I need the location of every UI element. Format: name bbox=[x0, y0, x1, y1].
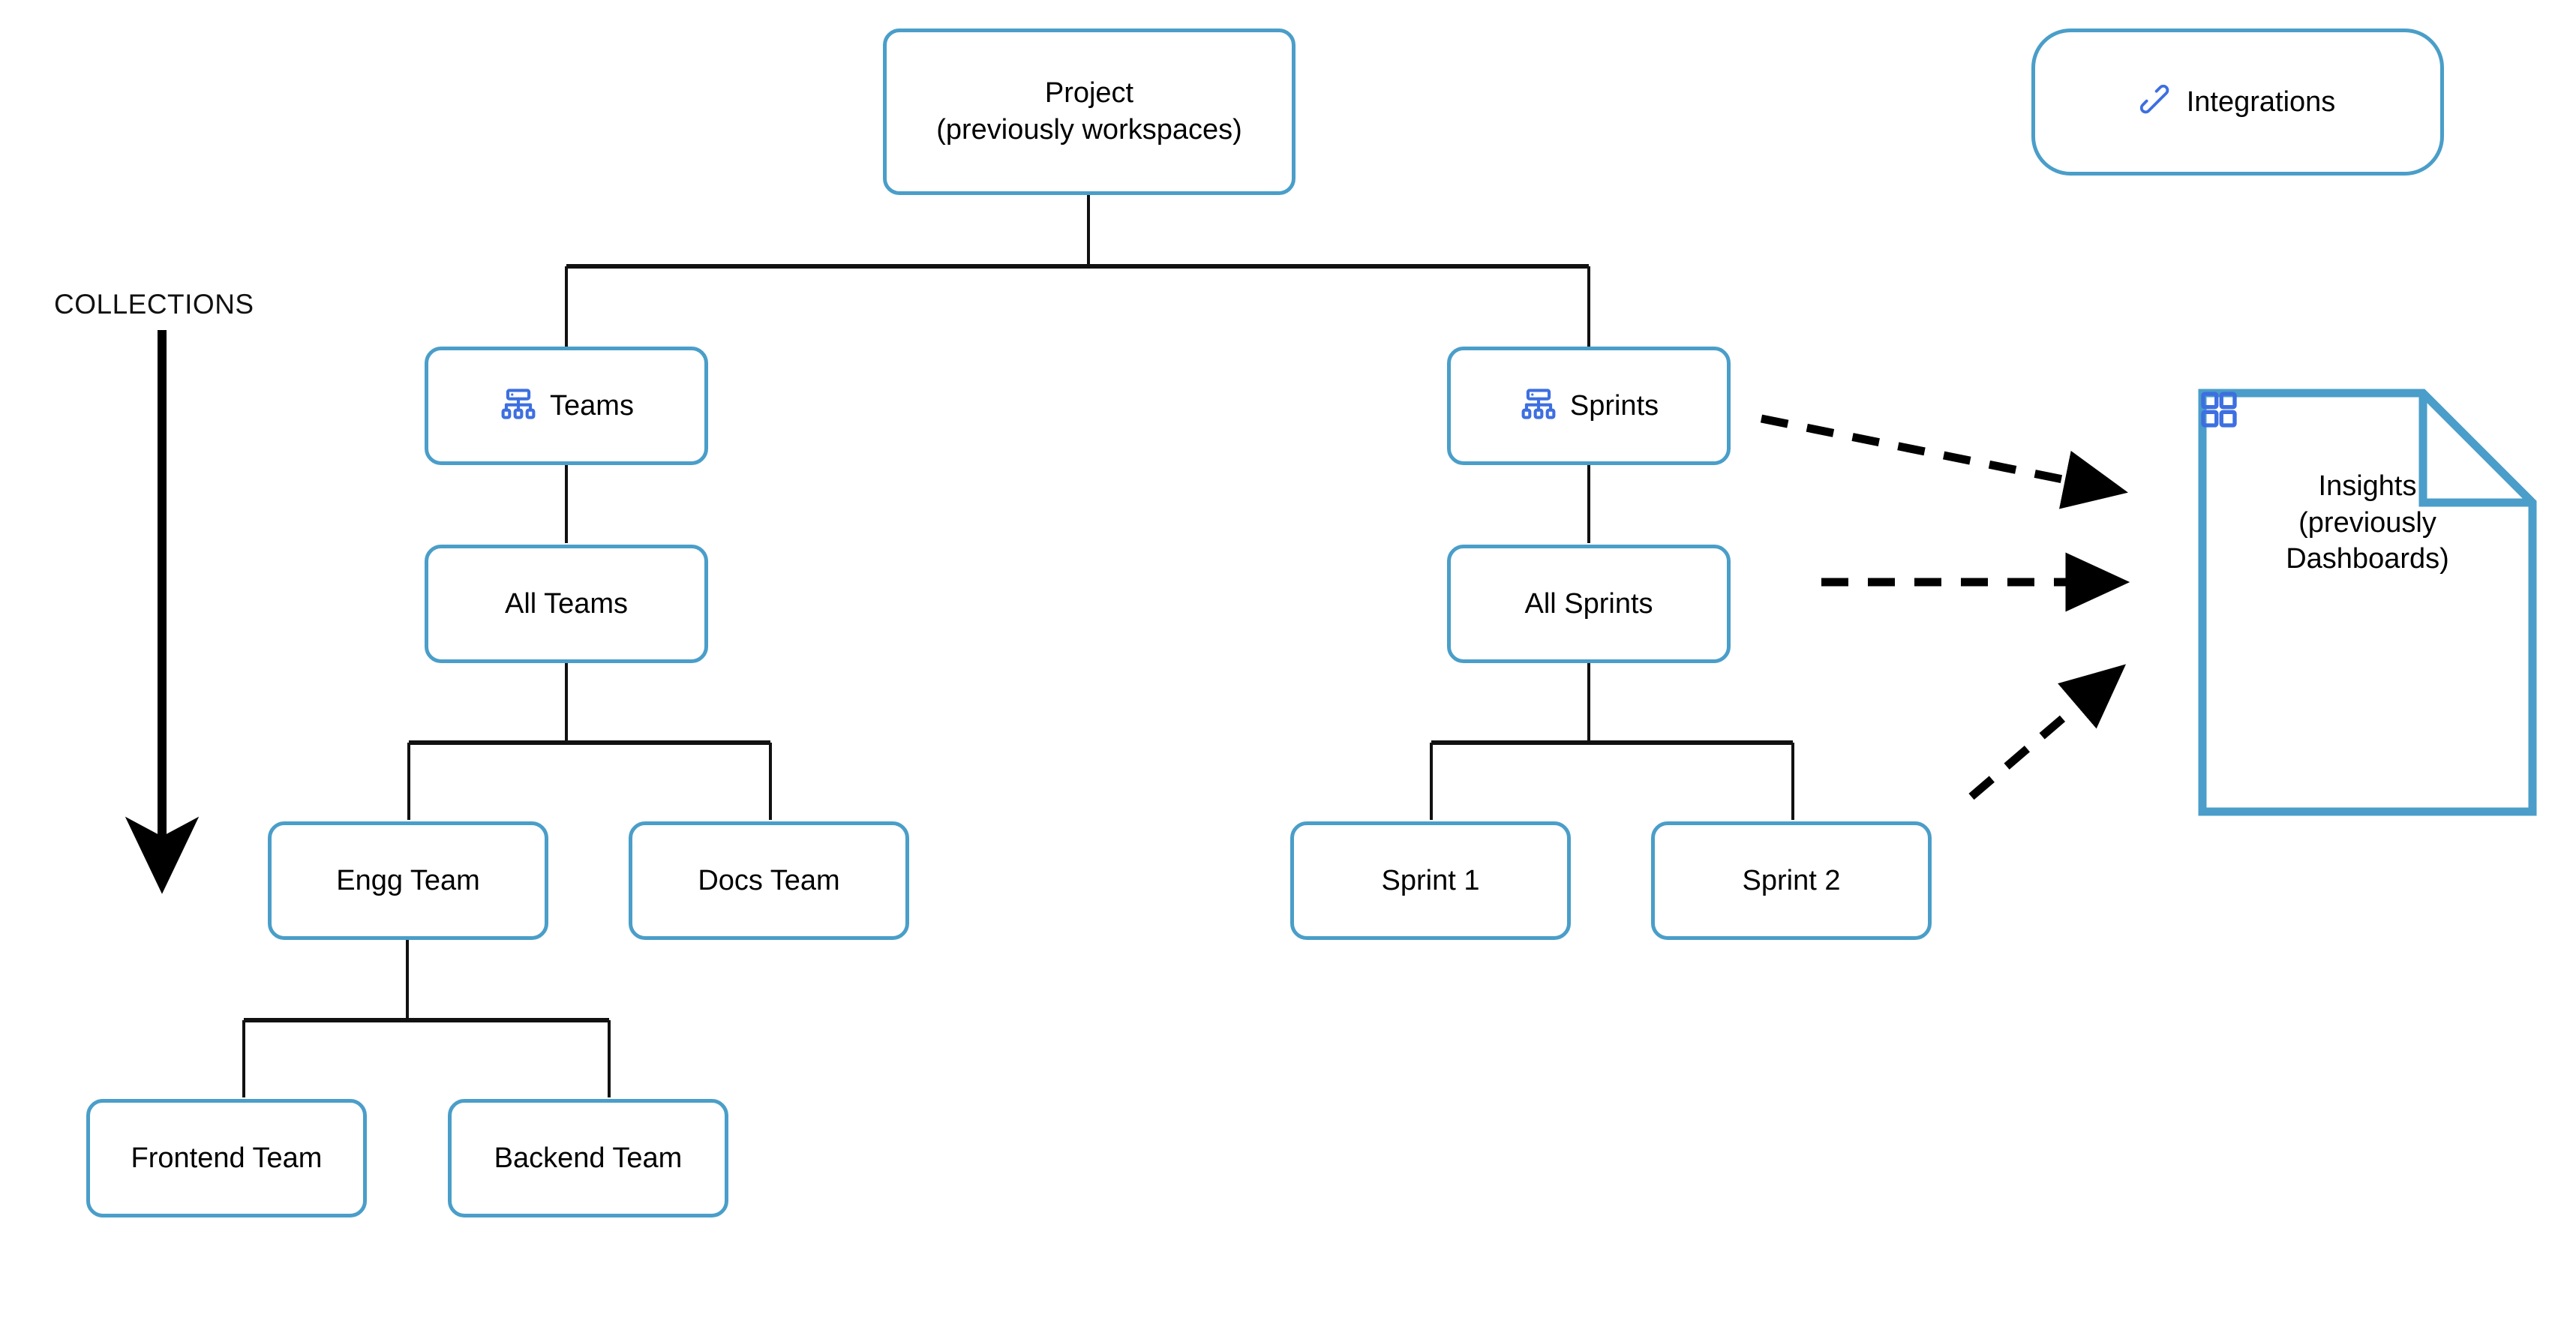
node-docs-team-label: Docs Team bbox=[698, 864, 840, 896]
node-sprint-1-label: Sprint 1 bbox=[1381, 864, 1480, 896]
edge-project-to-collections bbox=[565, 194, 1590, 347]
node-sprints[interactable]: Sprints bbox=[1447, 347, 1731, 465]
node-sprints-label: Sprints bbox=[1569, 389, 1659, 422]
plug-connector-icon bbox=[2139, 85, 2175, 119]
node-teams-label: Teams bbox=[550, 389, 634, 422]
edge-all-sprints-to-children bbox=[1430, 663, 1794, 820]
insights-content: Insights (previously Dashboards) bbox=[2198, 389, 2537, 816]
node-integrations[interactable]: Integrations bbox=[2031, 29, 2444, 176]
node-engg-team-label: Engg Team bbox=[336, 864, 480, 896]
node-insights[interactable]: Insights (previously Dashboards) bbox=[2198, 389, 2537, 816]
node-frontend-team-label: Frontend Team bbox=[131, 1142, 323, 1174]
node-sprint-2[interactable]: Sprint 2 bbox=[1651, 821, 1932, 940]
node-teams[interactable]: Teams bbox=[425, 347, 708, 465]
node-sprint-2-label: Sprint 2 bbox=[1742, 864, 1841, 896]
node-sprint-1[interactable]: Sprint 1 bbox=[1290, 821, 1571, 940]
node-project[interactable]: Project (previously workspaces) bbox=[883, 29, 1296, 195]
node-integrations-label: Integrations bbox=[2186, 86, 2336, 118]
edge-all-teams-to-children bbox=[407, 663, 772, 820]
node-backend-team-label: Backend Team bbox=[494, 1142, 683, 1174]
hierarchy-icon bbox=[499, 386, 538, 425]
node-project-label: Project (previously workspaces) bbox=[936, 77, 1242, 146]
node-all-teams[interactable]: All Teams bbox=[425, 545, 708, 663]
edge-sprint2-to-insights bbox=[1968, 664, 2127, 800]
document-shape bbox=[2198, 389, 2537, 816]
edge-engg-to-children bbox=[242, 940, 611, 1097]
collections-label: COLLECTIONS bbox=[54, 289, 254, 320]
node-engg-team[interactable]: Engg Team bbox=[268, 821, 548, 940]
node-all-teams-label: All Teams bbox=[504, 587, 629, 620]
node-insights-label: Insights (previously Dashboards) bbox=[2286, 470, 2449, 575]
node-all-sprints[interactable]: All Sprints bbox=[1447, 545, 1731, 663]
edge-sprints-to-insights bbox=[1760, 414, 2128, 509]
node-docs-team[interactable]: Docs Team bbox=[629, 821, 909, 940]
node-backend-team[interactable]: Backend Team bbox=[448, 1099, 728, 1217]
node-frontend-team[interactable]: Frontend Team bbox=[86, 1099, 367, 1217]
node-all-sprints-label: All Sprints bbox=[1524, 587, 1653, 620]
hierarchy-icon bbox=[1519, 386, 1558, 425]
